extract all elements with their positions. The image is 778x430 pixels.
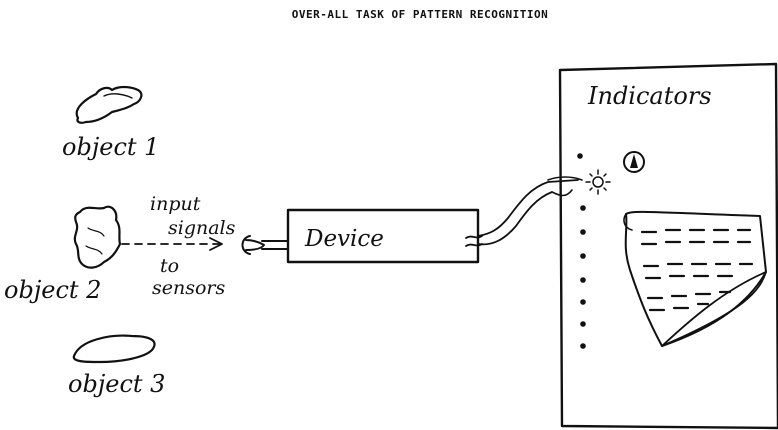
lamp [580, 299, 586, 305]
sensor-connector [243, 236, 265, 254]
signal-label-sensors: sensors [152, 277, 226, 299]
signal-label-input: input [150, 193, 201, 215]
printout-marks [642, 230, 752, 310]
object-1-shape [77, 87, 142, 123]
lamp [580, 321, 586, 327]
lamp [580, 229, 586, 235]
object-3-shape [74, 336, 155, 362]
lamp [577, 153, 583, 159]
circled-arrow-icon [624, 152, 644, 172]
object-1-detail [104, 94, 132, 98]
object-3-label: object 3 [68, 370, 165, 398]
signal-label-to: to [160, 255, 179, 277]
object-2-detail [86, 228, 104, 254]
output-cable-a [478, 180, 578, 236]
sensor-wires [262, 241, 288, 249]
object-2-label: object 2 [4, 276, 101, 304]
object-1-label: object 1 [62, 133, 159, 161]
signal-label-signals: signals [168, 217, 236, 239]
output-cable-b [478, 192, 552, 244]
device-label: Device [304, 226, 384, 252]
lit-lamp-icon [586, 170, 610, 194]
indicator-lamps [577, 153, 586, 349]
lamp [580, 205, 586, 211]
lamp [580, 253, 586, 259]
diagram-title: OVER-ALL TASK OF PATTERN RECOGNITION [292, 8, 548, 21]
object-2-shape [75, 207, 120, 268]
lamp [580, 343, 586, 349]
indicators-label: Indicators [587, 82, 712, 110]
device-output-wires [466, 236, 482, 246]
printout-top-curl [624, 214, 632, 230]
indicators-panel [560, 64, 778, 428]
lamp [580, 277, 586, 283]
